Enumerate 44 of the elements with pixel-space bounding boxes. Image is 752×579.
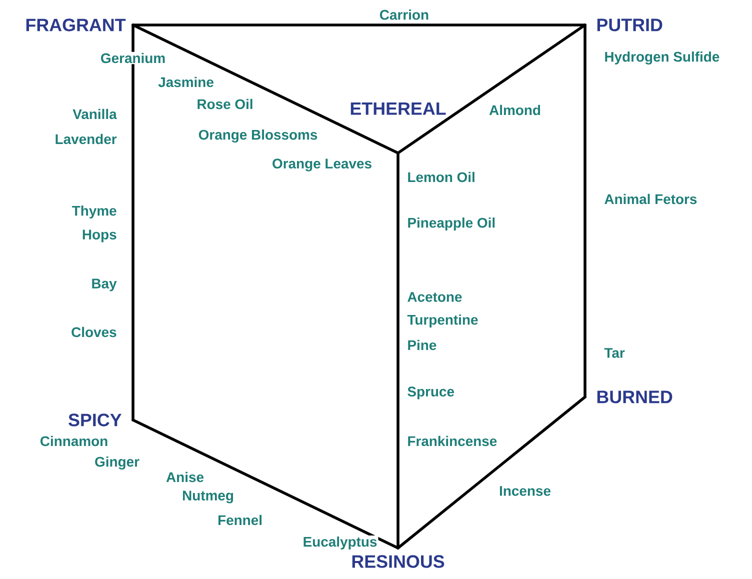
smell-label: Bay: [90, 278, 118, 292]
smell-label: Fennel: [216, 514, 264, 526]
smell-label: Orange Blossoms: [197, 128, 319, 144]
smell-label: Jasmine: [157, 76, 215, 88]
edge-label: Carrion: [380, 10, 428, 20]
smell-label: Incense: [498, 485, 552, 497]
smell-label: Spruce: [406, 386, 456, 400]
prism-edge: [396, 152, 400, 550]
smell-label: Geranium: [99, 52, 167, 64]
smell-label: Animal Fetors: [603, 192, 698, 206]
smell-label: Frankincense: [406, 434, 498, 448]
corner-label: PUTRID: [597, 18, 662, 32]
smell-label: Tar: [603, 347, 626, 359]
corner-label: RESINOUS: [352, 555, 444, 568]
smell-label: Nutmeg: [181, 490, 235, 504]
smell-label: Rose Oil: [196, 98, 254, 110]
prism-edge: [132, 24, 134, 422]
corner-label: ETHEREAL: [350, 102, 446, 115]
smell-label: Pineapple Oil: [406, 216, 497, 232]
smell-label: Anise: [165, 470, 205, 484]
smell-label: Turpentine: [406, 314, 480, 328]
smell-label: Hydrogen Sulfide: [603, 50, 721, 66]
smell-label: Ginger: [94, 455, 140, 471]
corner-label: SPICY: [68, 414, 122, 426]
smell-label: Almond: [488, 104, 542, 116]
prism-edge: [132, 24, 400, 154]
smell-label: Thyme: [70, 204, 118, 220]
prism-edge: [584, 24, 586, 398]
smell-label: Lavender: [54, 132, 118, 146]
smell-label: Pine: [406, 338, 438, 352]
smell-label: Vanilla: [72, 108, 118, 120]
corner-label: FRAGRANT: [26, 18, 126, 32]
smell-label: Cinnamon: [38, 434, 110, 448]
smell-label: Acetone: [406, 291, 464, 303]
smell-label: Hops: [80, 228, 118, 244]
prism-edge: [132, 418, 400, 550]
smell-label: Eucalyptus: [302, 536, 378, 550]
corner-label: BURNED: [597, 390, 672, 404]
smell-label: Cloves: [70, 326, 118, 338]
smell-label: Lemon Oil: [406, 170, 476, 184]
prism-edge: [396, 24, 586, 154]
prism-edge: [396, 396, 586, 550]
prism-edge: [132, 24, 586, 26]
smell-label: Orange Leaves: [271, 158, 374, 172]
